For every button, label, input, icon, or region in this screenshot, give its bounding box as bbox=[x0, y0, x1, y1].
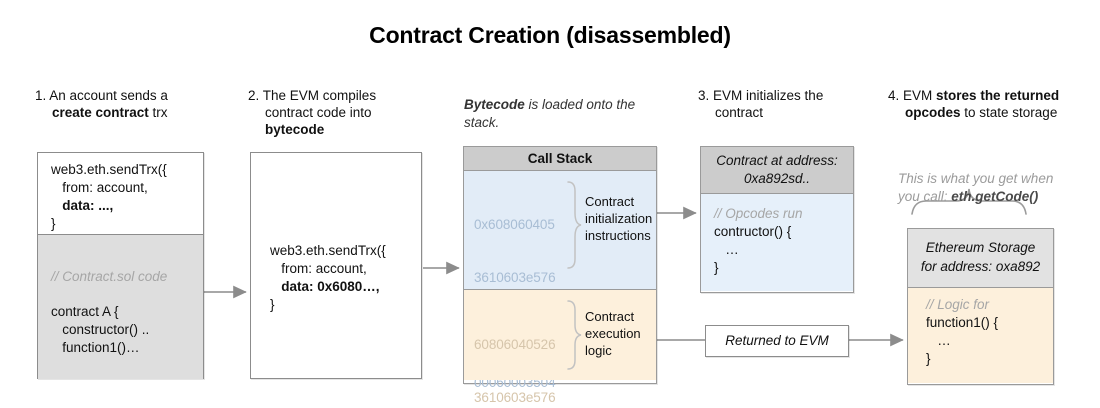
init-brace-icon bbox=[567, 181, 582, 269]
box3-code-line-2: … bbox=[714, 242, 739, 257]
step-4-text-bold-b: opcodes bbox=[905, 105, 961, 120]
step-4-text-b: to state storage bbox=[960, 105, 1058, 120]
contract-at-address-box: Contract at address: 0xa892sd.. // Opcod… bbox=[700, 146, 854, 293]
step-4-text-bold-a: stores the returned bbox=[936, 88, 1060, 103]
getcode-note: This is what you get when you call: eth.… bbox=[898, 170, 1078, 206]
step-4-text-a: EVM bbox=[903, 88, 937, 103]
call-stack-exec-section: 60806040526 3610603e576 ffff7c6080604 … … bbox=[464, 290, 656, 405]
box1-code-line-4: } bbox=[51, 216, 56, 231]
box2-code-line-2: from: account, bbox=[270, 261, 367, 276]
step-1-caption: 1. An account sends a create contract tr… bbox=[35, 87, 247, 121]
ethereum-storage-line-1: Ethereum Storage bbox=[925, 240, 1036, 255]
step-2-text-b: contract code into bbox=[265, 105, 372, 120]
getcode-note-text: This is what you get when you call: bbox=[898, 171, 1054, 204]
step-3-text-b: contract bbox=[715, 105, 764, 120]
box1-code-line-3-text: data: ..., bbox=[51, 198, 114, 213]
exec-hex-0: 60806040526 bbox=[474, 337, 556, 352]
transaction-source-box: web3.eth.sendTrx({ from: account, data: … bbox=[37, 152, 204, 379]
init-label-line-3: instructions bbox=[585, 228, 651, 243]
contract-address-header: Contract at address: 0xa892sd.. bbox=[701, 147, 853, 194]
transaction-code-panel: web3.eth.sendTrx({ from: account, data: … bbox=[38, 153, 203, 235]
box1-body-line-3: function1()… bbox=[51, 340, 140, 355]
box3-comment: // Opcodes run bbox=[714, 206, 803, 221]
call-stack-header: Call Stack bbox=[464, 147, 656, 171]
contract-address-line-2: 0xa892sd.. bbox=[743, 171, 811, 186]
box1-code-line-1: web3.eth.sendTrx({ bbox=[51, 162, 167, 177]
page-title: Contract Creation (disassembled) bbox=[369, 22, 731, 48]
exec-label-line-3: logic bbox=[585, 343, 612, 358]
bytecode-note-bold: Bytecode bbox=[464, 97, 525, 112]
step-1-number: 1. bbox=[35, 88, 47, 103]
box1-code-line-2: from: account, bbox=[51, 180, 148, 195]
step-4-caption: 4. EVM stores the returned opcodes to st… bbox=[888, 87, 1100, 121]
box4-comment: // Logic for bbox=[926, 297, 990, 312]
exec-hex-lines: 60806040526 3610603e576 ffff7c6080604 … bbox=[474, 301, 556, 408]
ethereum-storage-line-2: for address: oxa892 bbox=[920, 259, 1041, 274]
init-label: Contract initialization instructions bbox=[585, 193, 655, 244]
init-hex-0: 0x608060405 bbox=[474, 217, 555, 232]
step-1-text-bold: create contract bbox=[52, 105, 149, 120]
box4-code-line-3: } bbox=[926, 351, 931, 366]
call-stack-box: Call Stack 0x608060405 3610603e576 ffff7… bbox=[463, 146, 657, 405]
box2-code-line-3-text: data: 0x6080…, bbox=[270, 279, 380, 294]
getcode-note-bold: eth.getCode() bbox=[951, 189, 1039, 204]
step-3-number: 3. bbox=[698, 88, 710, 103]
exec-brace-icon bbox=[567, 300, 582, 370]
contract-source-panel: // Contract.sol code contract A { constr… bbox=[38, 235, 203, 379]
init-label-line-2: initialization bbox=[585, 211, 653, 226]
step-2-number: 2. bbox=[248, 88, 260, 103]
box2-code-line-4: } bbox=[270, 297, 275, 312]
bytecode-note-rest: is loaded onto the stack. bbox=[464, 97, 636, 130]
box1-comment: // Contract.sol code bbox=[51, 269, 168, 284]
step-1-text-b: trx bbox=[148, 105, 168, 120]
box1-code-line-3: data: ..., bbox=[51, 197, 203, 215]
exec-label-line-2: execution bbox=[585, 326, 641, 341]
box3-code-line-1: contructor() { bbox=[714, 224, 792, 239]
stored-logic-panel: // Logic for function1() { … } bbox=[908, 288, 1053, 383]
box1-body-line-1: contract A { bbox=[51, 304, 119, 319]
bytecode-loaded-note: Bytecode is loaded onto the stack. bbox=[464, 96, 664, 132]
box1-body-line-2: constructor() .. bbox=[51, 322, 150, 337]
exec-label: Contract execution logic bbox=[585, 308, 655, 359]
ethereum-storage-header: Ethereum Storage for address: oxa892 bbox=[908, 229, 1053, 288]
step-3-caption: 3. EVM initializes the contract bbox=[698, 87, 895, 121]
step-1-text-a: An account sends a bbox=[49, 88, 168, 103]
box4-code-line-1: function1() { bbox=[926, 315, 999, 330]
step-2-caption: 2. The EVM compiles contract code into b… bbox=[248, 87, 455, 138]
ethereum-storage-box: Ethereum Storage for address: oxa892 // … bbox=[907, 228, 1054, 385]
step-3-text-a: EVM initializes the bbox=[713, 88, 824, 103]
box2-code-line-1: web3.eth.sendTrx({ bbox=[270, 243, 386, 258]
compiled-transaction-box: web3.eth.sendTrx({ from: account, data: … bbox=[250, 152, 422, 379]
contract-opcodes-panel: // Opcodes run contructor() { … } bbox=[701, 194, 853, 291]
call-stack-init-section: 0x608060405 3610603e576 ffff7c0100000 00… bbox=[464, 171, 656, 390]
exec-label-line-1: Contract bbox=[585, 309, 635, 324]
step-4-number: 4. bbox=[888, 88, 900, 103]
exec-hex-1: 3610603e576 bbox=[474, 389, 556, 405]
box3-code-line-3: } bbox=[714, 260, 719, 275]
contract-address-line-1: Contract at address: bbox=[716, 153, 838, 168]
box2-code-line-3: data: 0x6080…, bbox=[270, 278, 386, 296]
init-label-line-1: Contract bbox=[585, 194, 635, 209]
returned-to-evm-box: Returned to EVM bbox=[705, 325, 849, 357]
box4-code-line-2: … bbox=[926, 333, 951, 348]
step-2-text-bold: bytecode bbox=[265, 122, 325, 137]
step-2-text-a: The EVM compiles bbox=[262, 88, 377, 103]
box2-code-panel: web3.eth.sendTrx({ from: account, data: … bbox=[270, 242, 386, 314]
init-hex-1: 3610603e576 bbox=[474, 269, 556, 285]
